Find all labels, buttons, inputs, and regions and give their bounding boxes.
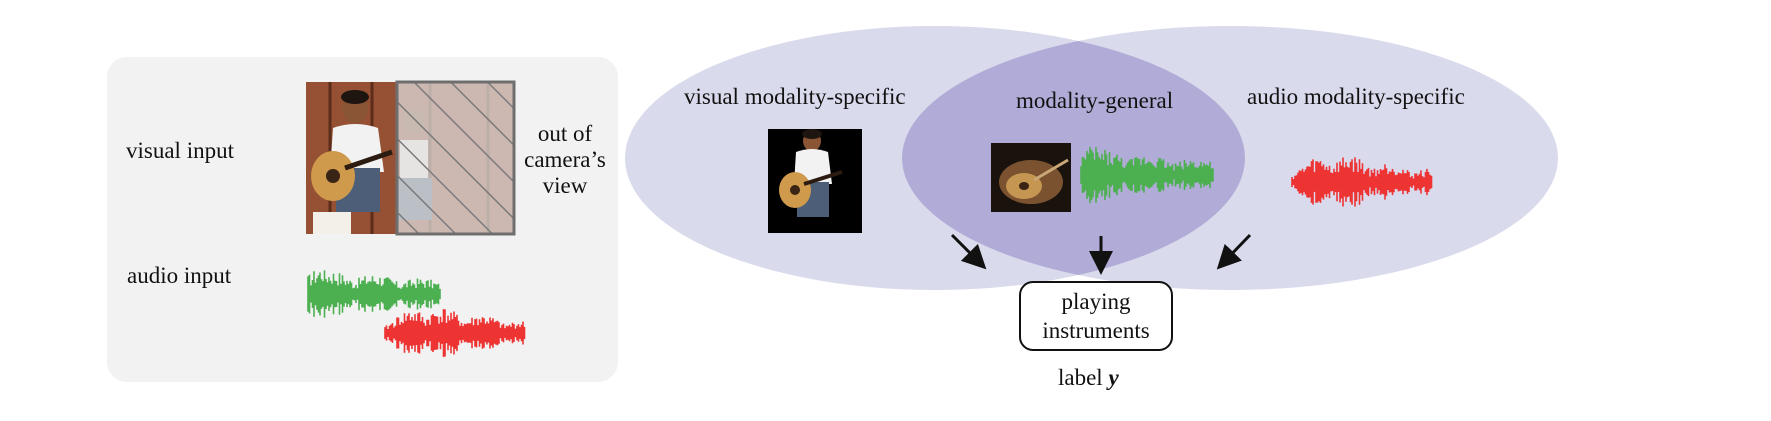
- arrow-visual-to-label: [950, 233, 987, 270]
- audio-specific-label: audio modality-specific: [1247, 84, 1465, 109]
- modality-general-waveform: [1080, 146, 1214, 204]
- red-waveform: [384, 309, 526, 357]
- visual-specific-image: [768, 129, 862, 233]
- out-of-view-label: out of camera’s view: [524, 121, 606, 198]
- visual-input-image: [306, 80, 516, 236]
- label-y-caption: label y: [1058, 365, 1119, 390]
- arrow-audio-to-label: [1216, 233, 1252, 270]
- audio-specific-waveform: [1291, 157, 1433, 207]
- audio-input-label: audio input: [127, 263, 232, 288]
- visual-specific-label: visual modality-specific: [684, 84, 906, 109]
- green-waveform: [307, 270, 441, 318]
- audio-input-waveforms: [307, 270, 526, 357]
- modality-general-label: modality-general: [1016, 88, 1174, 113]
- modality-general-overlap: [902, 26, 1245, 290]
- output-label-box: playing instruments: [1019, 281, 1173, 351]
- visual-input-label: visual input: [126, 138, 234, 163]
- modality-general-image: [991, 143, 1071, 212]
